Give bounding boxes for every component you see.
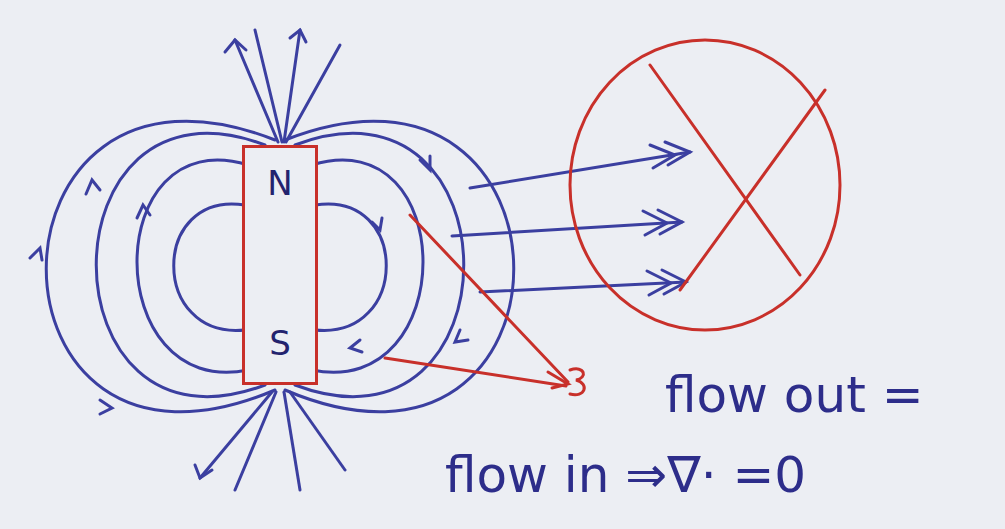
bar-magnet: NS xyxy=(242,145,318,385)
pole-letter: N xyxy=(267,166,292,200)
pole-letter: S xyxy=(269,326,291,360)
handwritten-note: flow out = flow in ⇒∇· =0 xyxy=(445,355,990,515)
crossed-circle xyxy=(570,40,840,330)
pointer-arrows xyxy=(385,215,584,395)
field-lines xyxy=(30,30,514,490)
